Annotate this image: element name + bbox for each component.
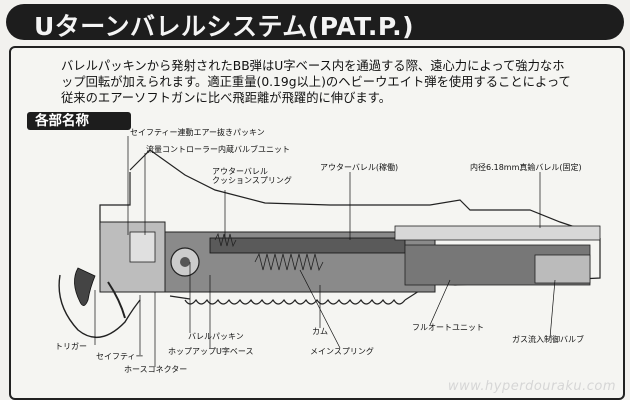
page-title: Uターンバレルシステム(PAT.P.)	[34, 12, 415, 41]
label-hopup-base: ホップアップU字ベース	[168, 347, 254, 356]
label-full-auto-unit: フルオートユニット	[412, 323, 484, 332]
label-trigger: トリガー	[55, 342, 87, 351]
main-spring-shape	[254, 252, 324, 272]
flow-controller-shape	[129, 231, 156, 263]
gas-valve-shape	[534, 254, 591, 284]
intro-text: バレルパッキンから発射されたBB弾はU字ベース内を通過する際、遠心力によって強力…	[61, 58, 601, 106]
trigger-guard	[58, 274, 141, 339]
hopup-hub	[180, 257, 190, 267]
label-inner-barrel: 内径6.18mm真鍮バレル(固定)	[470, 163, 582, 172]
intro-line: ップ回転が加えられます。適正重量(0.19g以上)のヘビーウエイト弾を使用するこ…	[61, 75, 571, 89]
label-flow-controller: 流量コントローラー内蔵バルブユニット	[146, 145, 290, 154]
section-heading: 各部名称	[27, 112, 131, 130]
watermark: www.hyperdouraku.com	[447, 379, 616, 394]
label-barrel-packing: バレルパッキン	[188, 332, 244, 341]
label-safety-air-packing: セイフティー連動エアー抜きパッキン	[130, 128, 265, 137]
label-gas-valve: ガス流入制御バルブ	[512, 335, 584, 344]
intro-line: バレルパッキンから発射されたBB弾はU字ベース内を通過する際、遠心力によって強力…	[61, 59, 565, 73]
label-cam: カム	[312, 327, 328, 336]
safety-lever	[107, 281, 126, 319]
trigger-shape	[74, 267, 96, 306]
label-safety: セイフティー	[96, 352, 144, 361]
label-hose-connector: ホースコネクター	[124, 365, 188, 374]
label-outer-barrel-spring: アウターバレル クッションスプリング	[212, 167, 292, 185]
inner-barrel-shape	[394, 225, 601, 241]
cushion-spring-shape	[214, 232, 237, 248]
label-outer-barrel: アウターバレル(稼働)	[320, 163, 399, 172]
title-bar: Uターンバレルシステム(PAT.P.)	[6, 4, 624, 41]
outer-barrel-shape	[209, 237, 406, 254]
label-main-spring: メインスプリング	[310, 347, 374, 356]
intro-line: 従来のエアーソフトガンに比べ飛距離が飛躍的に伸びます。	[61, 91, 392, 105]
